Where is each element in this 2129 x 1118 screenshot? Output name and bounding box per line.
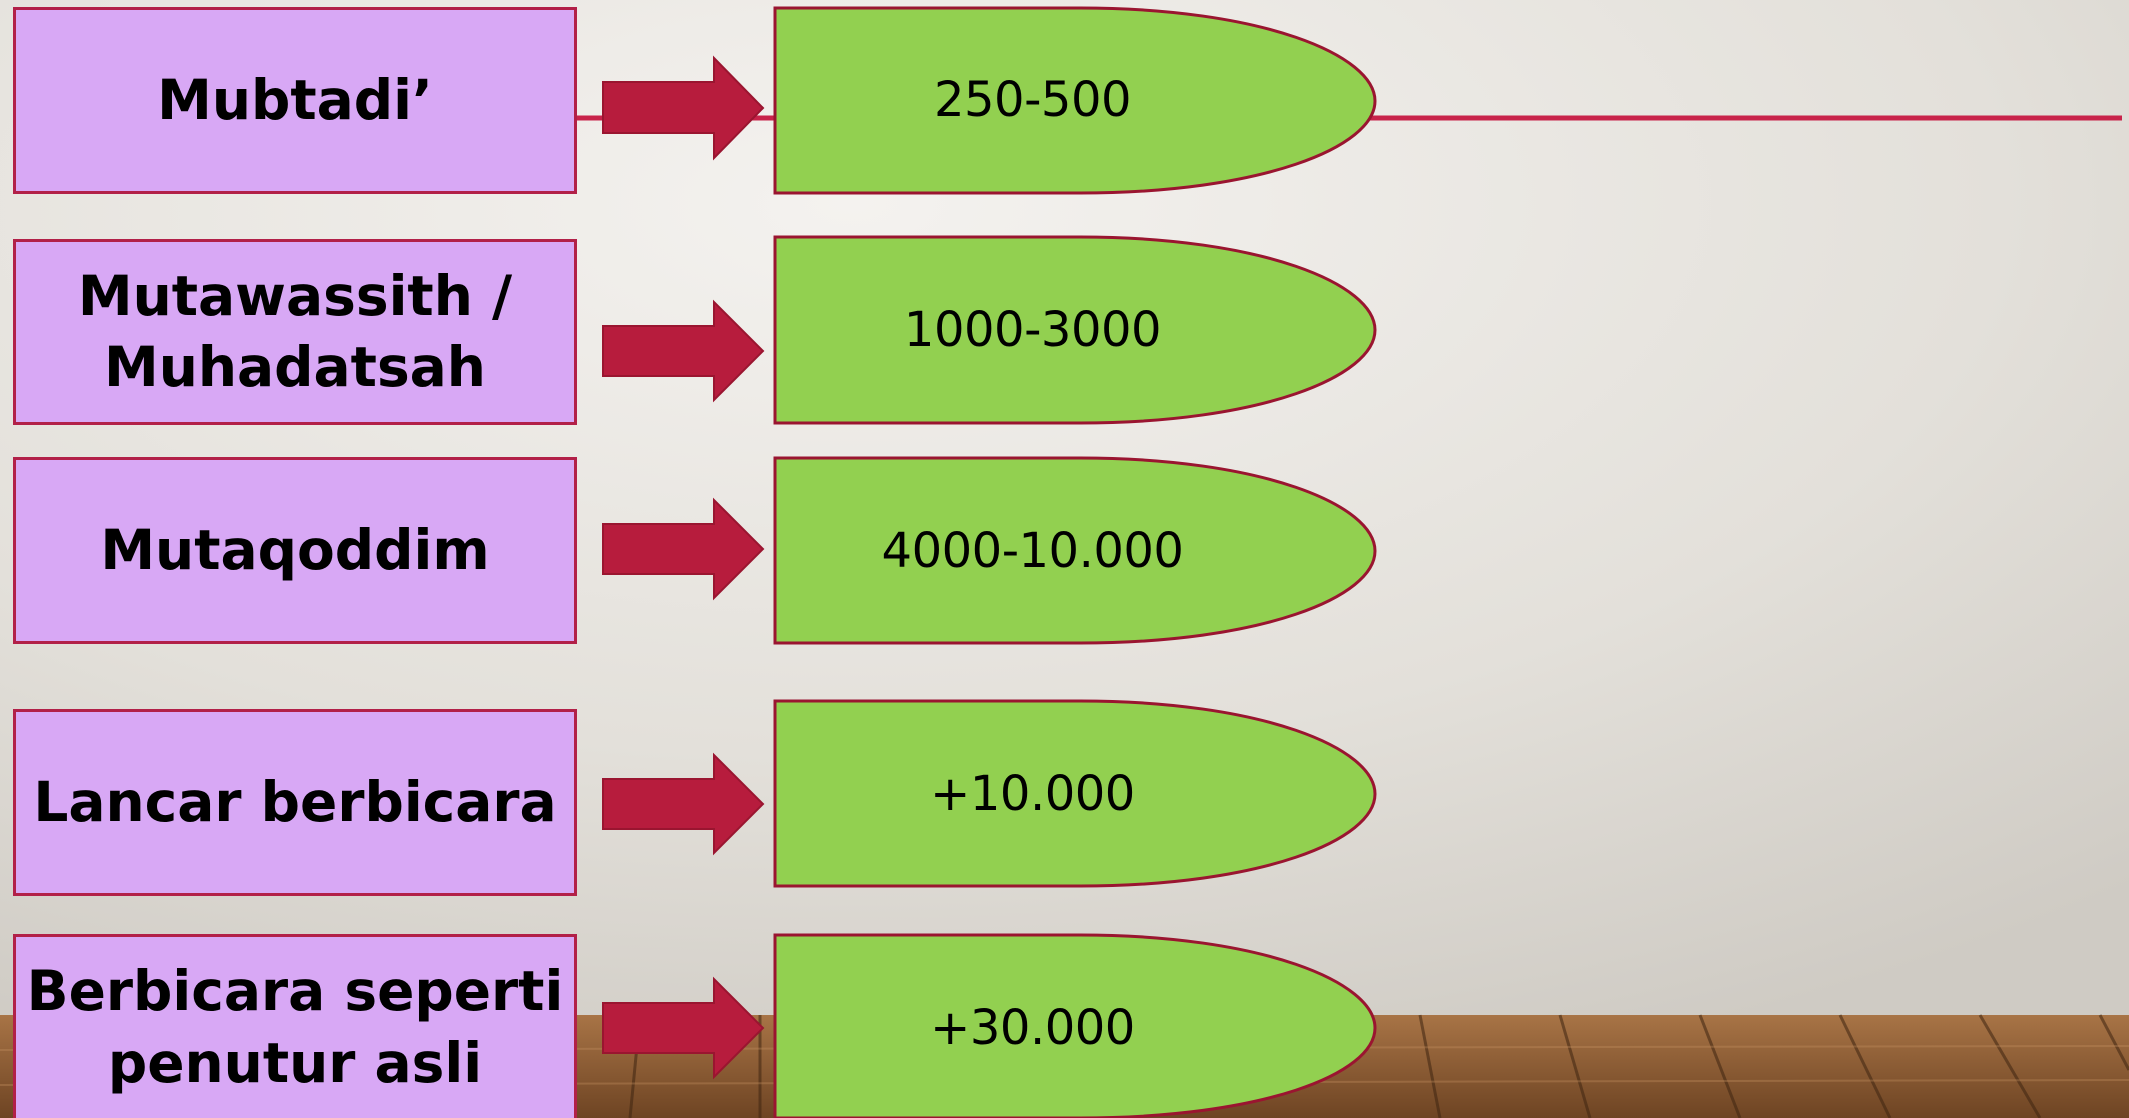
level-box-mutaqoddim: Mutaqoddim (13, 457, 577, 644)
count-shape (773, 6, 1377, 195)
right-arrow-icon (602, 497, 765, 601)
level-label: Mutaqoddim (100, 517, 490, 582)
level-label-line-2: penutur asli (107, 1030, 483, 1095)
vocab-count-label: 250-500 (933, 72, 1132, 128)
level-box-berbicara-seperti-penutur-asli: Berbicara seperti penutur asli (13, 934, 577, 1118)
count-shape (773, 699, 1377, 888)
level-label-line-1: Mutawassith / (77, 263, 513, 328)
vocab-count-label: 4000-10.000 (881, 523, 1184, 579)
right-arrow-icon (602, 752, 765, 856)
level-box-lancar-berbicara: Lancar berbicara (13, 709, 577, 896)
vocab-count-label: +10.000 (930, 766, 1135, 822)
vocab-count-label: 1000-3000 (903, 302, 1162, 358)
level-label: Mubtadi’ (157, 67, 433, 132)
right-arrow-icon (602, 976, 765, 1080)
count-shape (773, 235, 1377, 425)
right-arrow-icon (602, 299, 765, 403)
level-box-mubtadi: Mubtadi’ (13, 7, 577, 194)
count-shape (773, 456, 1377, 645)
right-arrow-icon (602, 55, 765, 161)
vocab-count-label: +30.000 (930, 1000, 1135, 1056)
level-label-line-2: Muhadatsah (104, 335, 486, 399)
count-shape (773, 933, 1377, 1118)
level-label: Lancar berbicara (33, 769, 557, 834)
level-label-line-1: Berbicara seperti (26, 959, 564, 1023)
level-box-mutawassith: Mutawassith / Muhadatsah (13, 239, 577, 425)
